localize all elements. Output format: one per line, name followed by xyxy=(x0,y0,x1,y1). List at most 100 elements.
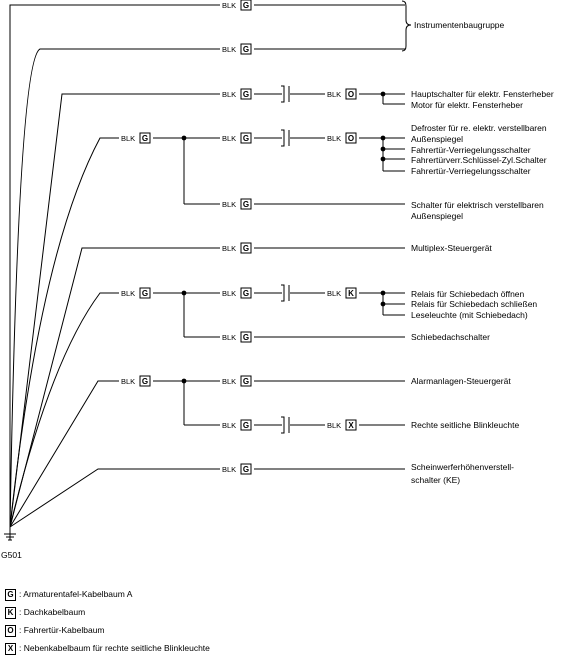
wire-color-label: BLK xyxy=(222,45,236,54)
wire-color-label: BLK xyxy=(222,1,236,10)
harness-box xyxy=(240,419,252,431)
harness-box xyxy=(139,132,151,144)
connector-tag: BLK G xyxy=(220,88,254,100)
harness-letter: G xyxy=(243,244,249,253)
label-schalter-spiegel-line2: Außenspiegel xyxy=(411,211,463,221)
harness-letter: G xyxy=(142,134,148,143)
harness-box xyxy=(240,331,252,343)
wire-color-label: BLK xyxy=(222,90,236,99)
harness-box xyxy=(240,375,252,387)
wire-color-label: BLK xyxy=(222,289,236,298)
wire-color-label: BLK xyxy=(327,421,341,430)
harness-letter: G xyxy=(243,200,249,209)
legend-row-g: G : Armaturentafel-Kabelbaum A xyxy=(5,588,560,606)
harness-box xyxy=(345,419,357,431)
label-fahrertuer-schluessel: Fahrertürverr.Schlüssel-Zyl.Schalter xyxy=(411,155,547,165)
ground-label: G501 xyxy=(1,550,22,560)
harness-box xyxy=(240,0,252,11)
connector-tag: BLK G xyxy=(119,375,153,387)
harness-letter: X xyxy=(348,421,354,430)
harness-box xyxy=(240,463,252,475)
legend-row-k: K : Dachkabelbaum xyxy=(5,606,560,624)
wire-color-label: BLK xyxy=(222,377,236,386)
harness-letter: G xyxy=(243,1,249,10)
splice-dot xyxy=(380,135,386,141)
wire-alarm xyxy=(9,380,405,528)
connector-tag: BLK G xyxy=(220,287,254,299)
splice-dot xyxy=(181,290,187,296)
legend-row-o: O : Fahrertür-Kabelbaum xyxy=(5,624,560,642)
inline-connector-bracket xyxy=(281,85,285,103)
harness-box xyxy=(139,375,151,387)
wire-lines xyxy=(9,4,405,528)
label-motor: Motor für elektr. Fensterheber xyxy=(411,100,523,110)
label-schalter-spiegel-line1: Schalter für elektrisch verstellbaren xyxy=(411,200,544,210)
harness-box xyxy=(240,287,252,299)
wire-hauptschalter xyxy=(9,93,405,528)
label-fahrertuer-verriegelung-2: Fahrertür-Verriegelungsschalter xyxy=(411,166,531,176)
connector-tag: BLK X xyxy=(325,419,359,431)
harness-legend: G : Armaturentafel-Kabelbaum A K : Dachk… xyxy=(5,588,560,660)
instrument-group-label: Instrumentenbaugruppe xyxy=(414,20,505,30)
splice-dot xyxy=(181,135,187,141)
wire-color-label: BLK xyxy=(222,465,236,474)
splice-dot xyxy=(380,156,386,162)
label-relais-schliessen: Relais für Schiebedach schließen xyxy=(411,299,537,309)
wire-color-label: BLK xyxy=(121,289,135,298)
wire-sunroof xyxy=(9,292,405,528)
splice-dot xyxy=(181,378,187,384)
wire-color-label: BLK xyxy=(121,134,135,143)
connector-tag-background xyxy=(220,0,254,11)
inline-connector-background xyxy=(282,86,290,102)
harness-letter: G xyxy=(243,421,249,430)
inline-connector-bracket xyxy=(281,129,285,147)
harness-letter: G xyxy=(243,90,249,99)
label-defroster-line2: Außenspiegel xyxy=(411,134,463,144)
label-defroster-line1: Defroster für re. elektr. verstellbaren xyxy=(411,123,547,133)
wire-color-label: BLK xyxy=(222,200,236,209)
harness-letter: G xyxy=(243,289,249,298)
legend-text-x: : Nebenkabelbaum für rechte seitliche Bl… xyxy=(19,643,210,653)
legend-box-g: G xyxy=(5,589,16,601)
wire-multiplex xyxy=(9,247,405,528)
wire-instrument-1 xyxy=(9,4,405,527)
connector-tag: BLK G xyxy=(220,463,254,475)
wire-color-label: BLK xyxy=(327,289,341,298)
harness-letter: G xyxy=(243,465,249,474)
harness-letter: G xyxy=(243,45,249,54)
legend-box-x: X xyxy=(5,643,16,655)
label-schiebedachschalter: Schiebedachschalter xyxy=(411,332,490,342)
harness-box xyxy=(139,287,151,299)
harness-box xyxy=(240,132,252,144)
harness-letter: G xyxy=(142,377,148,386)
label-scheinwerfer-line1: Scheinwerferhöhenverstell- xyxy=(411,462,514,472)
wire-headlight xyxy=(9,468,405,528)
connector-tag: BLK G xyxy=(220,198,254,210)
label-alarmanlagen: Alarmanlagen-Steuergerät xyxy=(411,376,511,386)
harness-box xyxy=(240,242,252,254)
legend-text-o: : Fahrertür-Kabelbaum xyxy=(19,625,105,635)
connector-tag: BLK G xyxy=(220,242,254,254)
connector-tag: BLK G xyxy=(220,43,254,55)
wire-color-label: BLK xyxy=(327,134,341,143)
connector-tag: BLK G xyxy=(220,0,254,11)
harness-letter: G xyxy=(243,134,249,143)
wire-color-label: BLK xyxy=(222,244,236,253)
wire-defroster xyxy=(9,137,405,528)
inline-connector-icon xyxy=(281,85,290,103)
instrument-group-bracket xyxy=(401,0,412,52)
label-scheinwerfer-line2: schalter (KE) xyxy=(411,475,460,485)
inline-connector-background xyxy=(282,130,290,146)
wire-color-label: BLK xyxy=(121,377,135,386)
harness-letter: O xyxy=(348,90,354,99)
legend-box-k: K xyxy=(5,607,16,619)
inline-connector-background xyxy=(282,417,290,433)
ground-symbol-icon xyxy=(4,527,16,541)
